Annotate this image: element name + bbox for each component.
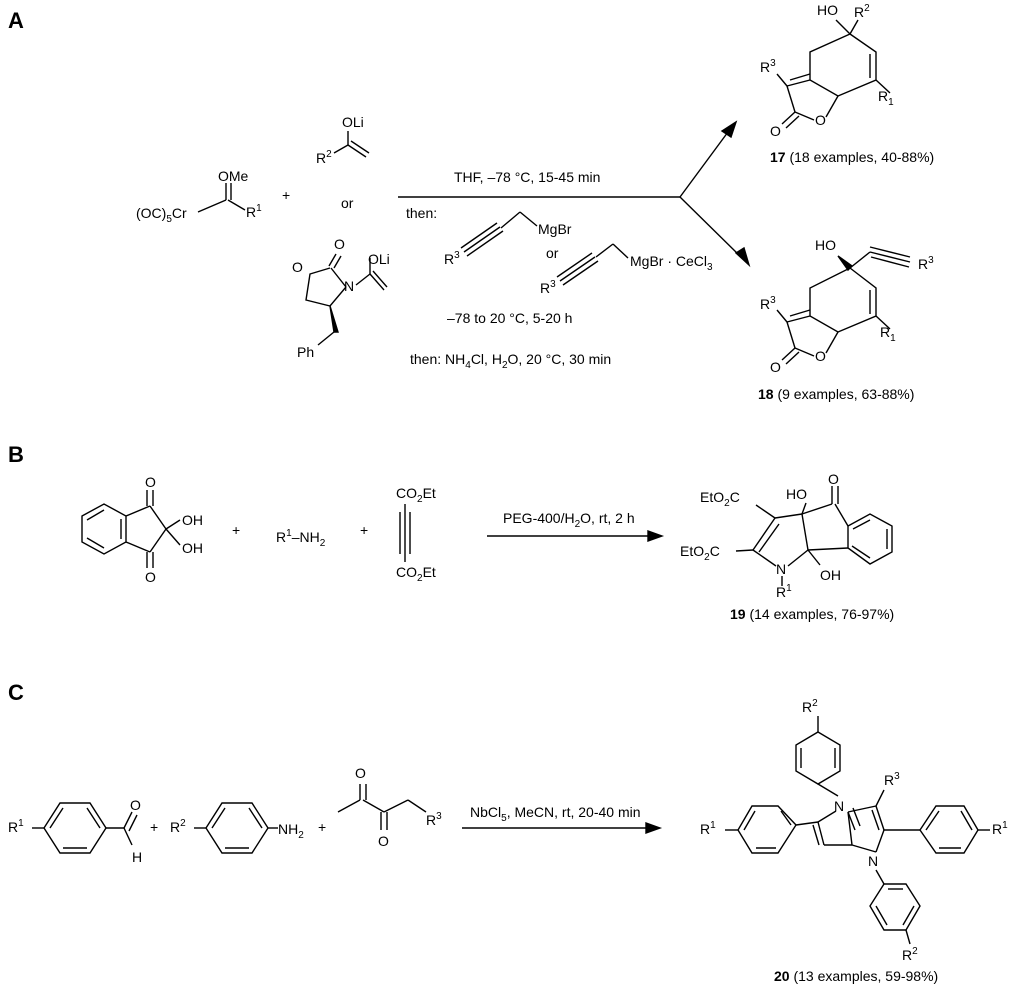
svg-text:OH: OH	[182, 540, 203, 556]
plus-sign-c1: +	[150, 819, 158, 835]
arrow-a	[398, 120, 751, 268]
svg-text:R1: R1	[700, 820, 716, 837]
svg-text:R2: R2	[902, 946, 918, 963]
conditions-a-then: then:	[406, 205, 437, 221]
svg-text:O: O	[355, 765, 366, 781]
svg-text:R3: R3	[426, 811, 442, 828]
svg-text:OH: OH	[182, 512, 203, 528]
svg-text:O: O	[770, 359, 781, 375]
svg-text:R2: R2	[854, 3, 870, 20]
svg-text:R3: R3	[884, 771, 900, 788]
grignard-or-label: or	[546, 245, 559, 261]
svg-text:R1: R1	[880, 324, 896, 344]
propargyl-grignard: R3 MgBr	[444, 211, 572, 267]
svg-text:O: O	[378, 833, 389, 849]
svg-text:Ph: Ph	[297, 344, 314, 360]
conditions-a-1: THF, –78 °C, 15-45 min	[454, 169, 600, 185]
plus-sign: +	[282, 187, 290, 203]
svg-text:R1: R1	[776, 583, 792, 600]
diethyl-acetylenedicarboxylate: CO2Et CO2Et	[396, 485, 436, 584]
svg-text:OLi: OLi	[368, 251, 390, 267]
svg-text:EtO2C: EtO2C	[700, 489, 740, 509]
plus-sign-c2: +	[318, 819, 326, 835]
fischer-carbene: (OC)5Cr OMe R1	[136, 168, 262, 225]
svg-text:N: N	[868, 853, 878, 869]
svg-text:O: O	[130, 797, 141, 813]
or-label: or	[341, 195, 354, 211]
product-17: HO R2 R1 R3 O O	[760, 2, 894, 139]
svg-text:OMe: OMe	[218, 168, 249, 184]
svg-text:EtO2C: EtO2C	[680, 543, 720, 563]
svg-text:O: O	[770, 123, 781, 139]
svg-text:OH: OH	[820, 567, 841, 583]
aniline: R2 NH2	[170, 802, 304, 854]
svg-text:HO: HO	[817, 2, 838, 18]
svg-text:R2: R2	[170, 818, 186, 835]
panel-label-b: B	[8, 442, 24, 467]
product-18-caption: 18 (9 examples, 63-88%)	[758, 386, 914, 402]
svg-text:R3: R3	[444, 250, 460, 267]
svg-text:CO2Et: CO2Et	[396, 564, 436, 584]
svg-text:N: N	[776, 561, 786, 577]
svg-text:R3: R3	[540, 279, 556, 296]
svg-text:O: O	[815, 348, 826, 364]
product-20: R2 N N R3 R1	[700, 698, 1008, 963]
panel-label-a: A	[8, 8, 24, 33]
product-19-caption: 19 (14 examples, 76-97%)	[730, 606, 894, 622]
conditions-a-workup: then: NH4Cl, H2O, 20 °C, 30 min	[410, 351, 611, 371]
plus-sign-b2: +	[360, 522, 368, 538]
panel-label-c: C	[8, 680, 24, 705]
svg-text:R1: R1	[8, 818, 24, 835]
svg-text:H: H	[132, 849, 142, 865]
svg-text:HO: HO	[786, 486, 807, 502]
svg-text:O: O	[292, 259, 303, 275]
plus-sign-b1: +	[232, 522, 240, 538]
svg-text:OLi: OLi	[342, 114, 364, 130]
conditions-c: NbCl5, MeCN, rt, 20-40 min	[470, 804, 641, 824]
alkyl-1-2-dione: O O R3	[337, 765, 442, 849]
conditions-b: PEG-400/H2O, rt, 2 h	[503, 510, 635, 530]
svg-text:CO2Et: CO2Et	[396, 485, 436, 505]
product-18: HO R3 R1 R3 O O	[760, 237, 934, 375]
svg-text:MgBr · CeCl3: MgBr · CeCl3	[630, 253, 713, 273]
svg-text:R1: R1	[878, 88, 894, 108]
svg-text:R2: R2	[316, 149, 332, 166]
conditions-a-temp: –78 to 20 °C, 5-20 h	[447, 310, 572, 326]
svg-text:R1: R1	[246, 203, 262, 220]
product-20-caption: 20 (13 examples, 59-98%)	[774, 968, 938, 984]
product-19: EtO2C EtO2C N R1 HO OH O	[680, 471, 893, 600]
svg-text:N: N	[344, 278, 354, 294]
benzaldehyde: R1 O H	[8, 797, 142, 865]
svg-text:O: O	[828, 471, 839, 487]
oxazolidinone-enolate: O O N OLi Ph	[292, 236, 390, 360]
lithium-enolate: OLi R2	[316, 114, 370, 166]
product-17-caption: 17 (18 examples, 40-88%)	[770, 149, 934, 165]
svg-text:N: N	[834, 798, 844, 814]
arrow-c	[462, 822, 663, 834]
propargyl-grignard-cecl3: R3 MgBr · CeCl3	[540, 243, 713, 296]
svg-text:O: O	[815, 112, 826, 128]
svg-text:O: O	[145, 474, 156, 490]
arrow-b	[487, 530, 665, 542]
svg-text:R1: R1	[992, 820, 1008, 837]
svg-text:(OC)5Cr: (OC)5Cr	[136, 205, 187, 225]
ninhydrin: O O OH OH	[81, 474, 203, 585]
svg-text:O: O	[145, 569, 156, 585]
svg-text:MgBr: MgBr	[538, 221, 572, 237]
svg-text:R3: R3	[918, 255, 934, 272]
svg-text:O: O	[334, 236, 345, 252]
primary-amine: R1–NH2	[276, 528, 326, 549]
svg-text:HO: HO	[815, 237, 836, 253]
svg-text:R3: R3	[760, 295, 776, 312]
svg-text:NH2: NH2	[278, 821, 304, 841]
svg-text:R2: R2	[802, 698, 818, 715]
svg-text:R3: R3	[760, 58, 776, 75]
